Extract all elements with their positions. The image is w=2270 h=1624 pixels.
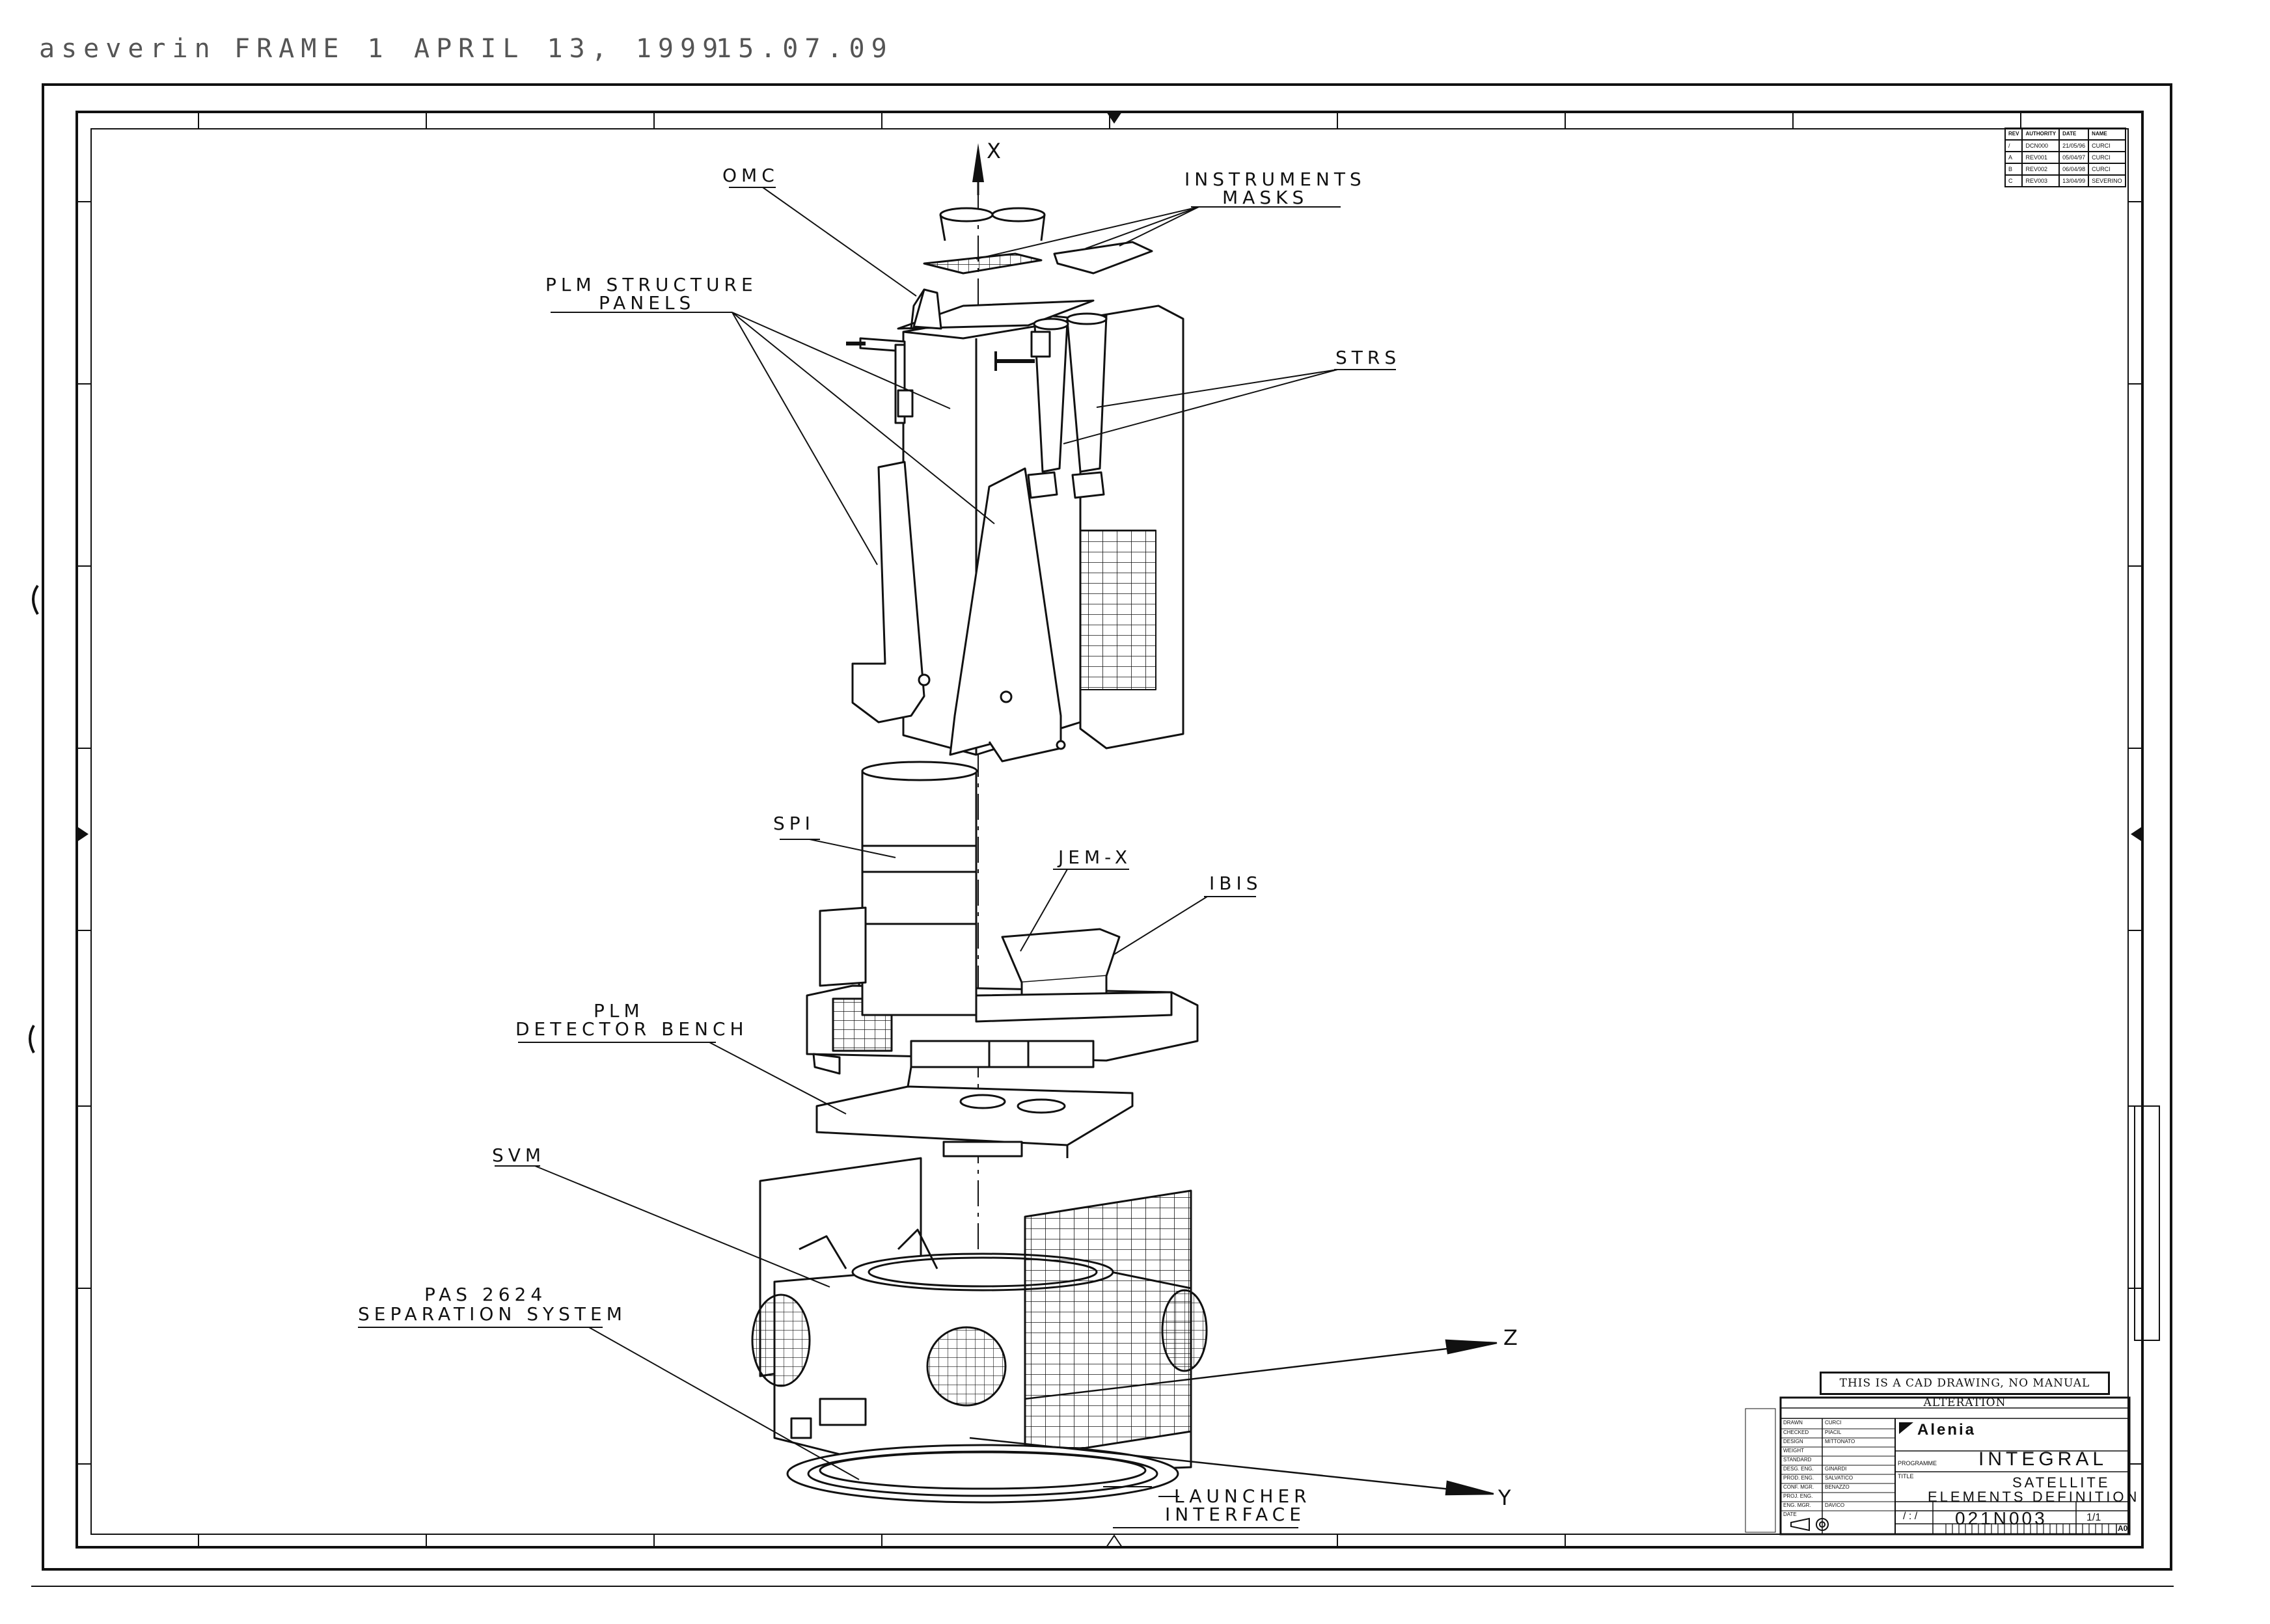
label-x-axis: X (987, 139, 1005, 163)
label-masks: MASKS (1222, 187, 1309, 208)
label-jem-x: JEM-X (1058, 846, 1132, 868)
name-cell: GINARDI (1825, 1466, 1847, 1472)
rev-cell: 13/04/99 (2058, 174, 2090, 187)
rev-cell: DCN000 (2021, 139, 2060, 152)
role-cell: ENG. MGR. (1783, 1502, 1811, 1508)
rev-cell: / (2004, 139, 2023, 152)
label-omc: OMC (722, 165, 779, 186)
title-label: TITLE (1898, 1473, 1914, 1480)
role-cell: DATE (1783, 1511, 1797, 1517)
plot-user: aseverin (39, 34, 217, 64)
role-cell: DRAWN (1783, 1420, 1803, 1426)
role-cell: WEIGHT (1783, 1448, 1804, 1454)
rev-cell: 05/04/97 (2058, 151, 2090, 164)
name-cell: PIACIL (1825, 1429, 1842, 1435)
rev-cell: A (2004, 151, 2023, 164)
label-z-axis: Z (1503, 1325, 1522, 1350)
title-block (1745, 1105, 2160, 1536)
svm-module (751, 1157, 1208, 1504)
rev-cell: CURCI (2088, 139, 2126, 152)
rev-cell: REV001 (2021, 151, 2060, 164)
rev-cell: SEVERINO (2088, 174, 2126, 187)
label-pas-2624: PAS 2624 (424, 1284, 547, 1305)
label-strs: STRS (1335, 347, 1401, 368)
rev-cell: 06/04/98 (2058, 163, 2090, 176)
label-detector-bench: DETECTOR BENCH (515, 1018, 748, 1040)
label-separation-system: SEPARATION SYSTEM (358, 1303, 627, 1325)
role-cell: PROJ. ENG. (1783, 1493, 1813, 1499)
name-cell: DAVICO (1825, 1502, 1845, 1508)
role-cell: STANDARD (1783, 1457, 1812, 1463)
rev-header: DATE (2058, 128, 2090, 141)
role-cell: CHECKED (1783, 1429, 1809, 1435)
rev-cell: C (2004, 174, 2023, 187)
title-line-1: SATELLITE (2012, 1474, 2111, 1491)
name-cell: CURCI (1825, 1420, 1842, 1426)
label-plm-structure: PLM STRUCTURE (545, 274, 758, 295)
role-cell: DESIGN (1783, 1439, 1803, 1444)
rev-cell: REV002 (2021, 163, 2060, 176)
label-y-axis: Y (1498, 1485, 1516, 1510)
leader-lines (358, 187, 1396, 1528)
name-cell: BENAZZO (1825, 1484, 1850, 1490)
plot-frame: FRAME 1 (234, 34, 390, 64)
rev-header: REV (2004, 128, 2023, 141)
punch-hole-mark (29, 1024, 35, 1053)
scale-value: / : / (1903, 1511, 1918, 1522)
label-instruments: INSTRUMENTS (1184, 169, 1366, 190)
rev-header: NAME (2088, 128, 2126, 141)
label-svm: SVM (492, 1144, 546, 1166)
name-cell: SALVATICO (1825, 1475, 1853, 1481)
table-row: C REV003 13/04/99 SEVERINO (2004, 174, 2126, 187)
border-zone-ticks (77, 112, 2142, 1547)
label-interface: INTERFACE (1165, 1504, 1306, 1525)
label-panels: PANELS (599, 292, 696, 314)
y-axis (969, 1437, 1494, 1496)
punch-hole-mark (32, 584, 39, 616)
z-axis (1024, 1339, 1497, 1400)
cad-drawing-notice: THIS IS A CAD DRAWING, NO MANUAL ALTERAT… (1820, 1372, 2110, 1409)
rev-cell: 21/05/96 (2058, 139, 2090, 152)
label-ibis: IBIS (1209, 873, 1263, 894)
rev-cell: CURCI (2088, 151, 2126, 164)
company-name: Alenia (1917, 1421, 1976, 1439)
table-row: B REV002 06/04/98 CURCI (2004, 163, 2126, 176)
title-line-2: ELEMENTS DEFINITION (1928, 1489, 2140, 1505)
plm-detector-assembly (806, 761, 1199, 1158)
sheet-format: A0 (2118, 1524, 2128, 1533)
sheet-number: 1/1 (2086, 1512, 2101, 1523)
rev-cell: REV003 (2021, 174, 2060, 187)
label-launcher: LAUNCHER (1174, 1485, 1311, 1507)
name-cell: MITTONATO (1825, 1439, 1855, 1444)
plot-date: APRIL 13, 1999 (414, 34, 725, 64)
rev-cell: CURCI (2088, 163, 2126, 176)
x-axis-arrow (972, 143, 984, 182)
label-plm: PLM (594, 1000, 644, 1022)
role-cell: CONF. MGR. (1783, 1484, 1814, 1490)
label-spi: SPI (773, 813, 815, 834)
programme-label: PROGRAMME (1898, 1460, 1937, 1467)
table-row: / DCN000 21/05/96 CURCI (2004, 139, 2126, 152)
revision-table: REV AUTHORITY DATE NAME / DCN000 21/05/9… (2004, 128, 2126, 187)
alenia-logo (1899, 1422, 1913, 1434)
role-cell: DESG. ENG. (1783, 1466, 1814, 1472)
programme-name: INTEGRAL (1978, 1448, 2108, 1470)
centering-marks (77, 112, 2142, 1548)
projection-symbol-icon (1790, 1517, 1829, 1532)
plm-structure (846, 207, 1184, 763)
rev-cell: B (2004, 163, 2023, 176)
role-cell: PROD. ENG. (1783, 1475, 1814, 1481)
plot-time: 15.07.09 (716, 34, 894, 64)
table-row: A REV001 05/04/97 CURCI (2004, 151, 2126, 164)
rev-header: AUTHORITY (2021, 128, 2060, 141)
drawing-number: 021N003 (1955, 1508, 2047, 1528)
